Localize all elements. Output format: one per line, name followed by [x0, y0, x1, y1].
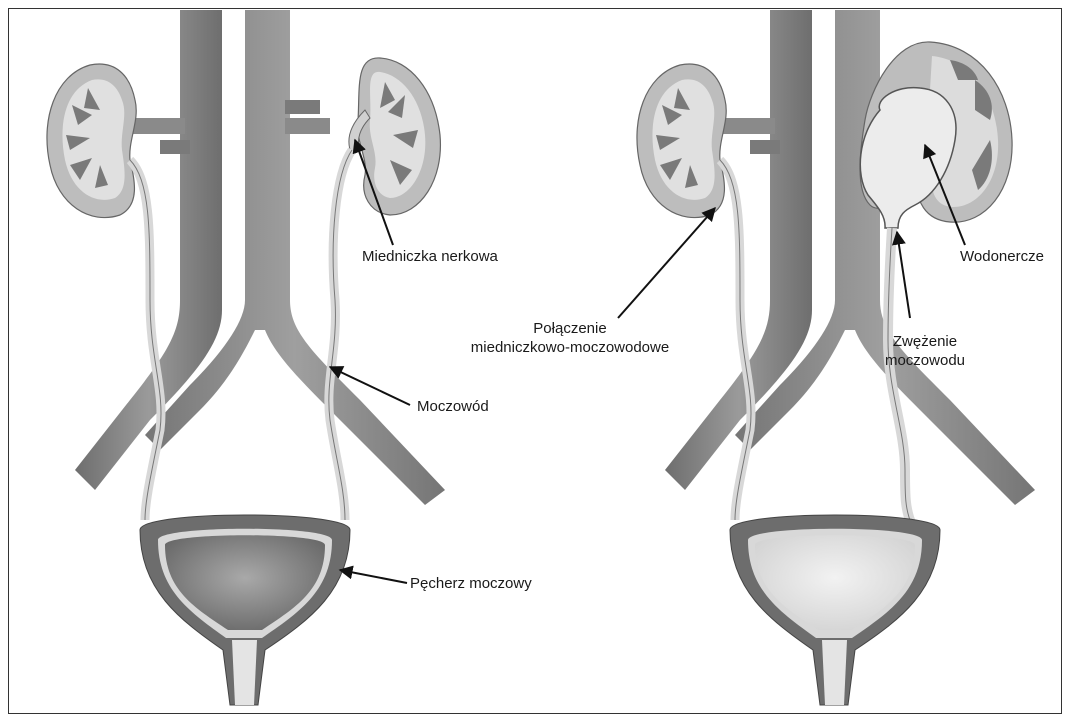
left-ureter-1 [130, 160, 161, 520]
arrow-stenosis [897, 232, 910, 318]
right-ureter-1 [720, 160, 751, 520]
label-renal-pelvis: Miedniczka nerkowa [362, 247, 498, 266]
label-upj: Połączenie miedniczkowo-moczowodowe [467, 319, 673, 357]
label-stenosis-line2: moczowodu [880, 351, 970, 370]
label-bladder: Pęcherz moczowy [410, 574, 532, 593]
left-kidney-left-side [349, 58, 441, 215]
left-bladder [140, 515, 350, 705]
hydronephrotic-kidney [860, 42, 1012, 228]
right-panel-hydronephrosis [637, 10, 1035, 705]
label-hydronephrosis: Wodonercze [960, 247, 1044, 266]
left-panel-normal [47, 10, 445, 705]
left-ureter-2 [329, 150, 352, 520]
label-ureter: Moczowód [417, 397, 489, 416]
label-upj-line1: Połączenie [467, 319, 673, 338]
arrow-upj [618, 208, 715, 318]
left-kidney-right-side [47, 64, 136, 218]
right-kidney-normal [637, 64, 726, 218]
label-upj-line2: miedniczkowo-moczowodowe [467, 338, 673, 357]
arrow-bladder [340, 570, 407, 583]
label-stenosis: Zwężenie moczowodu [880, 332, 970, 370]
right-bladder [730, 515, 940, 705]
label-stenosis-line1: Zwężenie [880, 332, 970, 351]
